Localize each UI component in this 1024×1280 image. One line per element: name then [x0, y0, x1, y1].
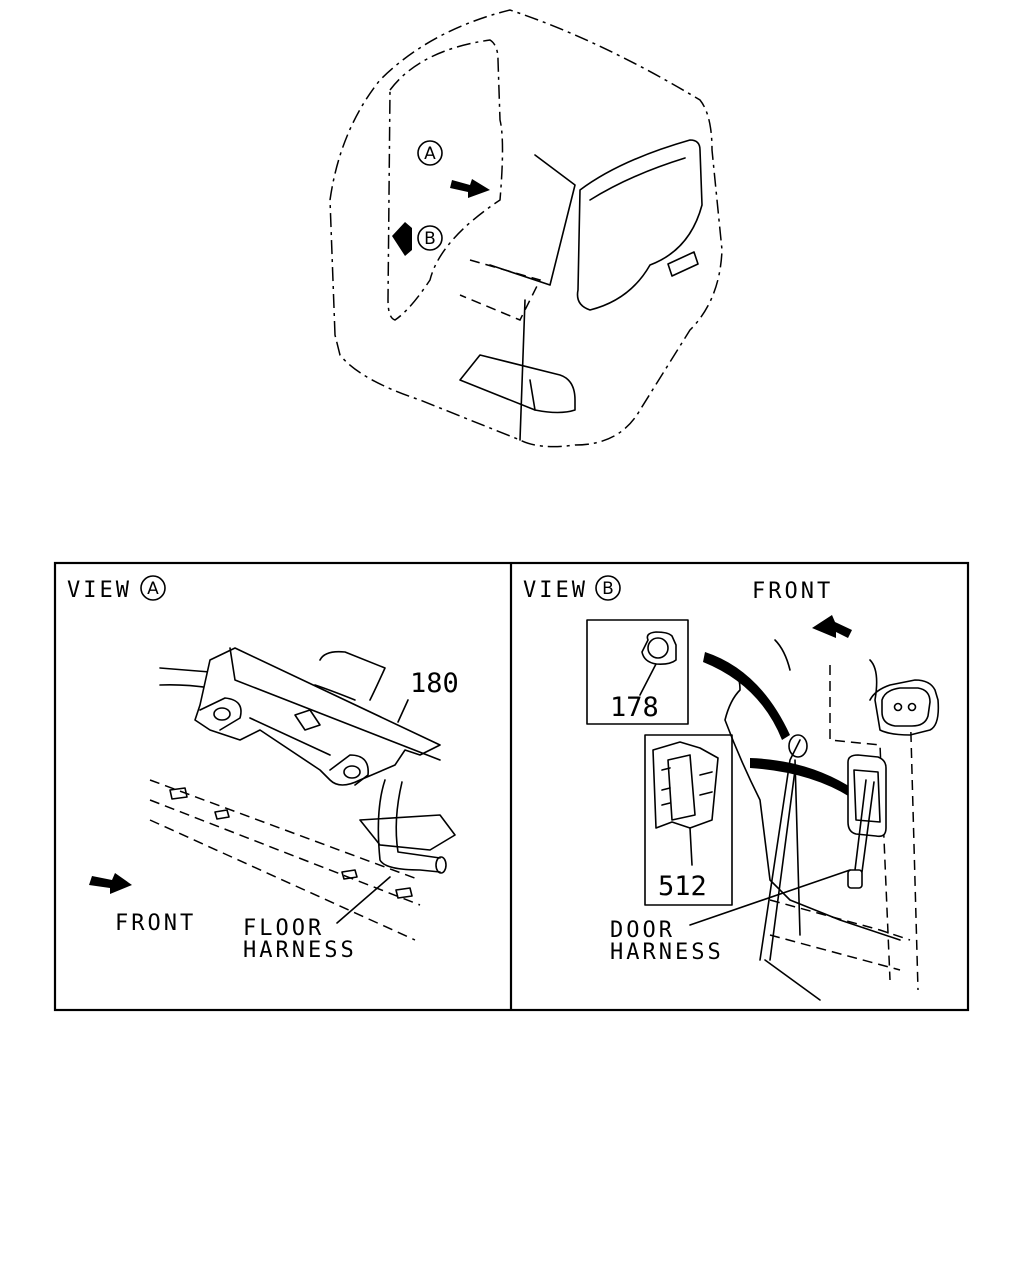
part-512-box	[644, 734, 733, 906]
arrow-icon	[89, 873, 132, 894]
view-b-panel: VIEW B FRONT 178	[523, 575, 940, 1001]
door-harness-line1: DOOR	[610, 918, 675, 943]
circled-letter-icon	[417, 225, 443, 251]
marker-a-letter: A	[424, 144, 436, 164]
part-178-label: 178	[610, 692, 659, 723]
view-a-front-label: FRONT	[115, 911, 196, 936]
view-a-title: VIEW	[67, 578, 132, 603]
view-a-letter: A	[147, 579, 159, 599]
door-harness-line2: HARNESS	[610, 940, 724, 965]
marker-b: B	[392, 222, 443, 256]
circled-letter-icon	[140, 575, 166, 601]
arrow-icon	[392, 222, 412, 256]
part-178-box	[586, 619, 689, 725]
cab-overview: A B	[329, 9, 723, 448]
view-b-letter: B	[602, 579, 614, 599]
marker-b-letter: B	[424, 229, 436, 249]
view-a-panel: VIEW A 180 FR	[67, 575, 459, 963]
part-180-label: 180	[410, 668, 459, 699]
view-b-front-label: FRONT	[752, 579, 833, 604]
circled-letter-icon	[595, 575, 621, 601]
circled-letter-icon	[417, 140, 443, 166]
view-b-title: VIEW	[523, 578, 588, 603]
part-512-label: 512	[658, 871, 707, 902]
floor-harness-line2: HARNESS	[243, 938, 357, 963]
arrow-icon	[812, 615, 852, 638]
marker-a: A	[417, 140, 490, 198]
arrow-icon	[450, 179, 490, 198]
floor-harness-line1: FLOOR	[243, 916, 324, 941]
